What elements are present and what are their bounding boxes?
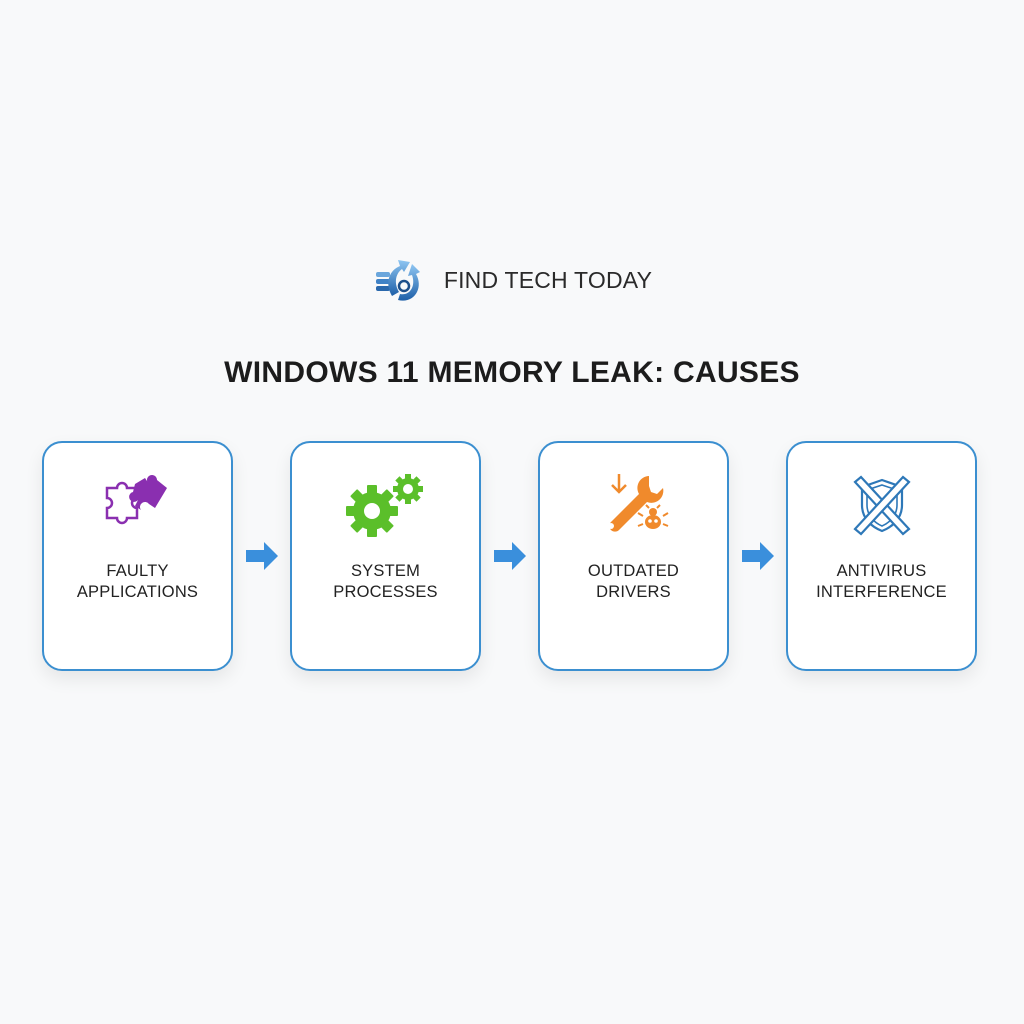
- cause-card-faulty-applications: FAULTY APPLICATIONS: [42, 441, 233, 671]
- causes-flow: FAULTY APPLICATIONS: [42, 441, 977, 671]
- puzzle-pieces-icon: [105, 475, 167, 525]
- arrow-right-icon: [729, 541, 786, 571]
- arrow-right-icon: [481, 541, 538, 571]
- brand-name: FIND TECH TODAY: [443, 266, 653, 293]
- cause-label: ANTIVIRUS INTERFERENCE: [816, 562, 947, 601]
- gears-icon: [345, 474, 423, 537]
- page-title: WINDOWS 11 MEMORY LEAK: CAUSES: [224, 356, 800, 389]
- arrow-right-icon: [233, 541, 290, 571]
- rising-arrows-database-logo-icon: [375, 260, 420, 301]
- cause-card-outdated-drivers: OUTDATED DRIVERS: [538, 441, 729, 671]
- wrench-bug-download-icon: [607, 474, 669, 532]
- cause-card-antivirus-interference: ANTIVIRUS INTERFERENCE: [786, 441, 977, 671]
- brand-header: FIND TECH TODAY: [0, 252, 1024, 308]
- cause-label: SYSTEM PROCESSES: [333, 562, 438, 601]
- cause-label: OUTDATED DRIVERS: [587, 562, 680, 601]
- cause-label: FAULTY APPLICATIONS: [76, 562, 199, 601]
- crossed-shield-icon: [852, 475, 911, 536]
- cause-card-system-processes: SYSTEM PROCESSES: [290, 441, 481, 671]
